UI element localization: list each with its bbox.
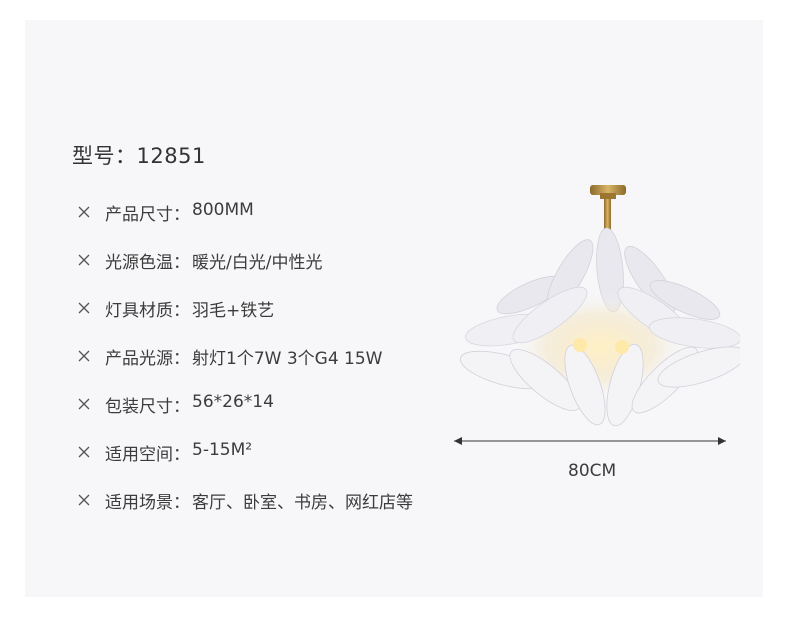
model-number: 型号：12851 [72, 140, 206, 170]
close-icon [76, 252, 92, 268]
close-icon [76, 348, 92, 364]
bulb [573, 338, 587, 352]
canopy [590, 185, 626, 195]
spec-row-light-source: 产品光源：射灯1个7W 3个G4 15W [76, 344, 413, 392]
spec-label: 产品光源： [105, 349, 190, 369]
close-icon [76, 396, 92, 412]
spec-row-package-size: 包装尺寸：56*26*14 [76, 392, 413, 440]
bulb [615, 340, 629, 354]
spec-value: 射灯1个7W 3个G4 15W [192, 349, 383, 369]
arrow-right-icon [718, 437, 726, 445]
spec-value: 56*26*14 [192, 392, 274, 412]
close-icon [76, 204, 92, 220]
spec-label: 灯具材质： [105, 301, 190, 321]
spec-value: 羽毛+铁艺 [192, 301, 275, 321]
spec-row-scene: 适用场景：客厅、卧室、书房、网红店等 [76, 488, 413, 536]
spec-label: 适用空间： [105, 445, 190, 465]
spec-value: 5-15M² [192, 440, 253, 460]
dimension-label: 80CM [568, 461, 617, 481]
spec-value: 客厅、卧室、书房、网红店等 [192, 493, 413, 513]
spec-row-color-temp: 光源色温：暖光/白光/中性光 [76, 248, 413, 296]
close-icon [76, 444, 92, 460]
feather-chandelier-image [454, 185, 740, 445]
spec-value: 暖光/白光/中性光 [192, 253, 323, 273]
spec-label: 光源色温： [105, 253, 190, 273]
spec-label: 包装尺寸： [105, 397, 190, 417]
spec-row-space: 适用空间：5-15M² [76, 440, 413, 488]
spec-list: 产品尺寸：800MM 光源色温：暖光/白光/中性光 灯具材质：羽毛+铁艺 产品光… [76, 200, 413, 536]
canopy-base [600, 193, 616, 199]
close-icon [76, 492, 92, 508]
spec-value: 800MM [192, 200, 254, 220]
spec-label: 产品尺寸： [105, 205, 190, 225]
model-value: 12851 [136, 144, 206, 168]
close-icon [76, 300, 92, 316]
spec-row-size: 产品尺寸：800MM [76, 200, 413, 248]
spec-label: 适用场景： [105, 493, 190, 513]
model-label: 型号： [72, 144, 137, 168]
spec-row-material: 灯具材质：羽毛+铁艺 [76, 296, 413, 344]
arrow-left-icon [454, 437, 462, 445]
